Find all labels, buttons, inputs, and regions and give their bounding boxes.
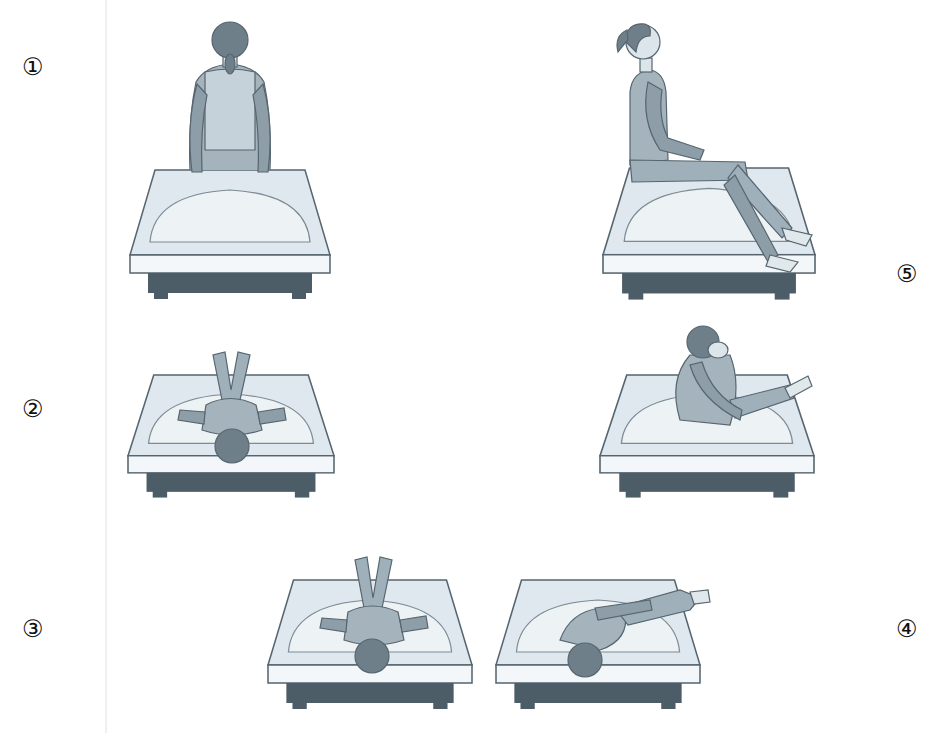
bed-3b-part [496,580,700,709]
person-sitting-side-part [782,228,812,246]
person-lying-side-part [595,600,652,620]
person-lying-back-2 [320,557,428,673]
callout-number: ③ [22,617,44,641]
person-sitting-side-part [646,82,704,160]
callout-number: ⑤ [896,262,918,286]
callout-number: ② [22,397,44,421]
person-sitting-back-part [205,69,255,150]
person-lying-side-part [690,590,710,604]
person-lying-back-part [258,408,286,424]
person-lying-back-part [213,352,250,400]
person-lying-back-part [178,410,205,424]
person-sitting-side-part [640,58,652,72]
callout-number: ④ [896,617,918,641]
person-sitting-side-part [724,175,778,262]
person-lying-back-2-part [355,557,392,608]
person-sitting-up [676,326,812,425]
person-sitting-up-part [785,376,812,398]
person-sitting-back-part [253,84,270,172]
person-sitting-side-part [626,24,650,52]
person-lying-side-part [568,643,602,677]
person-sitting-up-part [708,342,728,358]
person-sitting-side-part [766,255,798,272]
person-lying-side [560,590,710,677]
person-lying-back-2-part [320,618,347,632]
person-lying-back-2-part [400,616,428,632]
person-sitting-side [617,24,812,272]
person-lying-back-part [215,429,249,463]
person-sitting-back-part [225,54,235,74]
person-lying-back-2-part [355,639,389,673]
person-sitting-back [190,22,271,172]
person-sitting-up-part [690,362,742,420]
person-lying-back [178,352,286,463]
bed-3b [496,580,700,709]
person-sitting-back-part [212,22,248,58]
bed-1-part [130,170,330,299]
page-border [105,0,107,733]
bed-1 [130,170,330,299]
person-sitting-back-part [190,84,207,172]
callout-number: ① [22,55,44,79]
person-sitting-side-part [617,30,628,52]
